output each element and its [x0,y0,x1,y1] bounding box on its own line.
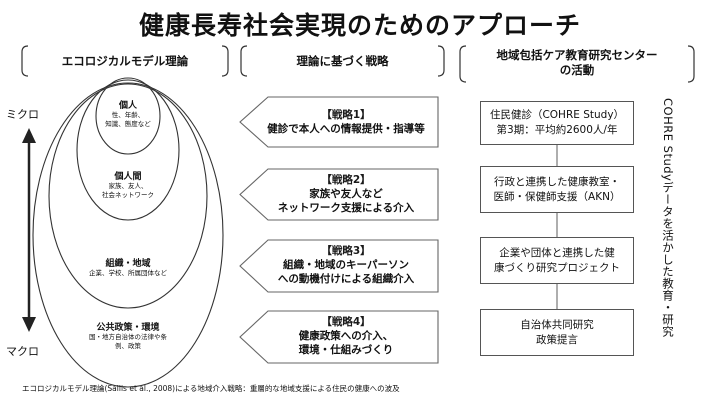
column-header-strategy: 理論に基づく戦略 [296,54,389,68]
eco-level-desc: 家族、友人、 社会ネットワーク [102,182,154,199]
eco-level-policy: 公共政策・環境 国・地方自治体の法律や条 例、政策 [63,320,193,351]
micro-macro-arrow [22,128,36,332]
strategy-head: 【戦略1】 [321,109,371,121]
strategy-1-arrow [239,96,439,148]
eco-level-desc: 企業、学校、所属団体など [89,269,167,277]
eco-level-name: 個人間 [114,172,142,182]
activity-box-health-checkup: 住民健診（COHRE Study） 第3期：平均約2600人/年 [480,101,634,145]
eco-level-desc: 国・地方自治体の法律や条 例、政策 [89,333,167,350]
strategy-4: 【戦略4】 健康政策への介入、 環境・仕組みづくり [256,315,436,357]
ellipse-policy [32,82,224,388]
strategy-text: 健診で本人への情報提供・指導等 [267,123,425,135]
side-label-education-research: COHRE Studyデータを活かした教育・研究 [661,98,675,338]
bracket-left-close [221,45,229,77]
eco-level-individual: 個人 性、年齢、 知識、態度など [88,98,168,129]
eco-level-interpersonal: 個人間 家族、友人、 社会ネットワーク [78,169,178,200]
strategy-text: 健康政策への介入、 環境・仕組みづくり [298,330,394,356]
column-header-activities: 地域包括ケア教育研究センター の活動 [496,48,658,77]
activity-box-health-class: 行政と連携した健康教室・ 医師・保健師支援（AKN） [480,166,634,213]
axis-label-macro: マクロ [6,345,39,358]
page-title: 健康長寿社会実現のためのアプローチ [138,11,581,40]
strategy-1: 【戦略1】 健診で本人への情報提供・指導等 [256,108,436,136]
strategy-4-arrow [239,310,439,364]
eco-level-name: 公共政策・環境 [96,323,160,333]
eco-level-name: 組織・地域 [105,259,151,269]
eco-level-desc: 性、年齢、 知識、態度など [105,111,151,128]
axis-label-micro: ミクロ [6,108,39,121]
strategy-text: 組織・地域のキーパーソン への動機付けによる組織介入 [277,259,415,285]
eco-level-name: 個人 [118,101,137,111]
bracket-middle-close [437,45,445,77]
strategy-2: 【戦略2】 家族や友人など ネットワーク支援による介入 [256,173,436,215]
strategy-head: 【戦略4】 [321,316,371,328]
strategy-head: 【戦略3】 [321,245,371,257]
strategy-text: 家族や友人など ネットワーク支援による介入 [277,188,415,214]
ellipse-individual [95,77,161,155]
activity-box-municipal-research: 自治体共同研究 政策提言 [480,309,634,356]
bracket-right-close [687,45,695,83]
caption: エコロジカルモデル理論(Sallis et al., 2008)による地域介入戦… [22,384,400,393]
strategy-3-arrow [239,239,439,293]
ellipse-interpersonal [76,79,180,221]
ellipse-organization [48,83,208,309]
activity-box-corporate-project: 企業や団体と連携した健 康づくり研究プロジェクト [480,237,634,284]
bracket-middle-open [240,45,248,77]
bracket-left-open [21,45,29,77]
eco-level-organization: 組織・地域 企業、学校、所属団体など [68,256,188,278]
strategy-2-arrow [239,168,439,221]
strategy-3: 【戦略3】 組織・地域のキーパーソン への動機付けによる組織介入 [256,244,436,286]
bracket-right-open [459,45,467,83]
column-header-ecological: エコロジカルモデル理論 [61,54,189,68]
strategy-head: 【戦略2】 [321,174,371,186]
